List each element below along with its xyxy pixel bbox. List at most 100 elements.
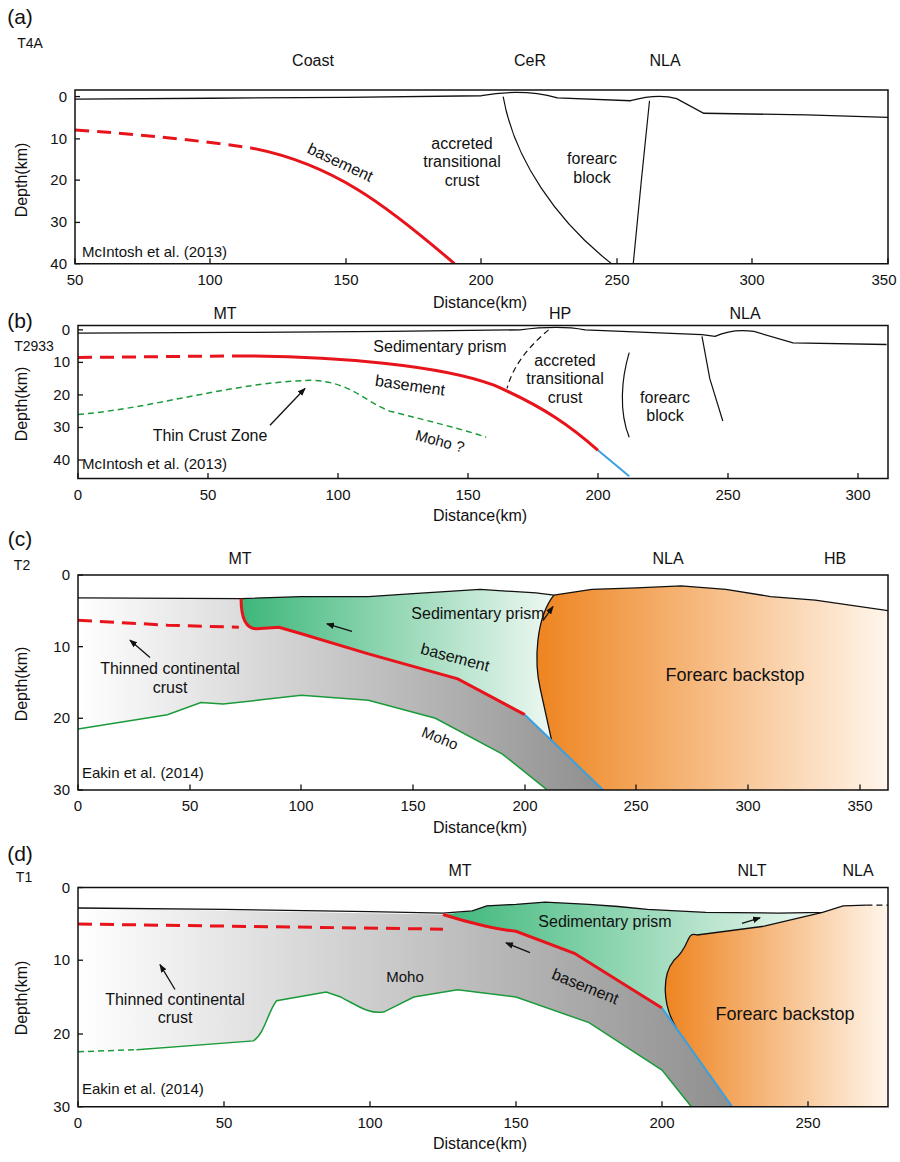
tick-mark bbox=[337, 473, 338, 478]
unit-label: forearc block bbox=[630, 388, 700, 425]
tick-mark bbox=[616, 258, 617, 263]
x-tick: 300 bbox=[845, 486, 870, 503]
place-name: MT bbox=[448, 862, 471, 880]
tick-mark bbox=[78, 329, 83, 330]
unit-label: Thinned continental crust bbox=[100, 991, 250, 1028]
axis-title: Depth(km) bbox=[13, 143, 31, 218]
axis-title: Distance(km) bbox=[433, 507, 527, 525]
tick-mark bbox=[75, 179, 80, 180]
tick-mark bbox=[412, 784, 413, 789]
place-name: NLA bbox=[842, 862, 873, 880]
tick-mark bbox=[515, 1101, 516, 1106]
tick-mark bbox=[77, 1101, 78, 1106]
y-tick: 20 bbox=[50, 171, 67, 188]
unit-label: accreted transitional crust bbox=[515, 352, 615, 407]
y-tick: 10 bbox=[53, 952, 70, 969]
tick-mark bbox=[78, 646, 83, 647]
x-tick: 200 bbox=[649, 1114, 674, 1131]
unit-label: Forearc backstop bbox=[665, 665, 804, 686]
tick-mark bbox=[78, 394, 83, 395]
tick-mark bbox=[661, 1101, 662, 1106]
section-id: T2 bbox=[14, 557, 30, 573]
tick-mark bbox=[747, 784, 748, 789]
tick-mark bbox=[77, 784, 78, 789]
place-name: NLA bbox=[652, 550, 683, 568]
unit-label: basement bbox=[374, 372, 446, 400]
unit-label: Moho bbox=[419, 723, 460, 753]
x-tick: 50 bbox=[200, 486, 217, 503]
y-tick: 0 bbox=[59, 88, 67, 105]
unit-label: Thinned continental crust bbox=[95, 660, 245, 697]
tick-mark bbox=[859, 784, 860, 789]
section-id: T4A bbox=[17, 35, 43, 51]
tick-mark bbox=[807, 1101, 808, 1106]
tick-mark bbox=[78, 574, 83, 575]
tick-mark bbox=[77, 473, 78, 478]
y-tick: 30 bbox=[53, 1098, 70, 1115]
tick-mark bbox=[207, 473, 208, 478]
axis-title: Depth(km) bbox=[13, 366, 31, 441]
source-note: Eakin et al. (2014) bbox=[82, 764, 204, 781]
y-tick: 30 bbox=[50, 214, 67, 231]
tick-mark bbox=[75, 138, 80, 139]
source-note: McIntosh et al. (2013) bbox=[82, 243, 227, 260]
axis-title: Depth(km) bbox=[13, 646, 31, 721]
tick-mark bbox=[78, 362, 83, 363]
tick-mark bbox=[887, 258, 888, 263]
unit-label: Moho bbox=[386, 968, 424, 985]
unit-label: forearc block bbox=[557, 150, 627, 187]
tick-mark bbox=[857, 473, 858, 478]
place-name: NLA bbox=[649, 52, 680, 70]
panel-letter: (a) bbox=[7, 5, 33, 29]
tick-mark bbox=[78, 1033, 83, 1034]
x-tick: 250 bbox=[604, 271, 629, 288]
panel-b-section bbox=[78, 327, 887, 476]
y-tick: 20 bbox=[53, 1025, 70, 1042]
tick-mark bbox=[369, 1101, 370, 1106]
tick-mark bbox=[78, 960, 83, 961]
x-tick: 0 bbox=[74, 798, 82, 815]
place-name: MT bbox=[228, 550, 251, 568]
axis-ticks bbox=[75, 97, 888, 1107]
panel-letter: (d) bbox=[7, 842, 33, 866]
tick-mark bbox=[524, 784, 525, 789]
place-name: HP bbox=[549, 304, 571, 322]
panel-letter: (b) bbox=[7, 309, 33, 333]
x-tick: 150 bbox=[503, 1114, 528, 1131]
y-tick: 10 bbox=[50, 130, 67, 147]
tick-mark bbox=[223, 1101, 224, 1106]
unit-label: Sedimentary prism bbox=[373, 338, 506, 356]
pointer-arrows bbox=[130, 388, 760, 989]
unit-label: accreted transitional crust bbox=[412, 135, 512, 190]
x-tick: 100 bbox=[357, 1114, 382, 1131]
x-tick: 300 bbox=[735, 798, 760, 815]
tick-mark bbox=[300, 784, 301, 789]
place-name: NLA bbox=[729, 304, 760, 322]
source-note: McIntosh et al. (2013) bbox=[82, 456, 227, 473]
x-tick: 150 bbox=[333, 271, 358, 288]
place-name: CeR bbox=[514, 52, 546, 70]
y-tick: 0 bbox=[62, 879, 70, 896]
tick-mark bbox=[480, 258, 481, 263]
panel-c-section bbox=[78, 586, 888, 790]
y-tick: 10 bbox=[53, 638, 70, 655]
x-tick: 0 bbox=[74, 1114, 82, 1131]
y-tick: 20 bbox=[53, 710, 70, 727]
unit-label: basement bbox=[419, 640, 492, 676]
unit-label: Forearc backstop bbox=[715, 1004, 854, 1025]
x-tick: 250 bbox=[795, 1114, 820, 1131]
tick-mark bbox=[635, 784, 636, 789]
x-tick: 100 bbox=[288, 798, 313, 815]
x-tick: 150 bbox=[455, 486, 480, 503]
y-tick: 30 bbox=[53, 781, 70, 798]
panel-a-section bbox=[75, 92, 888, 263]
x-tick: 150 bbox=[400, 798, 425, 815]
y-tick: 0 bbox=[62, 321, 70, 338]
unit-label: Moho ? bbox=[414, 426, 467, 456]
source-note: Eakin et al. (2014) bbox=[82, 1081, 204, 1098]
x-tick: 250 bbox=[715, 486, 740, 503]
unit-label: basement bbox=[304, 140, 375, 186]
y-tick: 30 bbox=[53, 419, 70, 436]
unit-label: Sedimentary prism bbox=[538, 913, 671, 931]
place-name: NLT bbox=[737, 862, 766, 880]
